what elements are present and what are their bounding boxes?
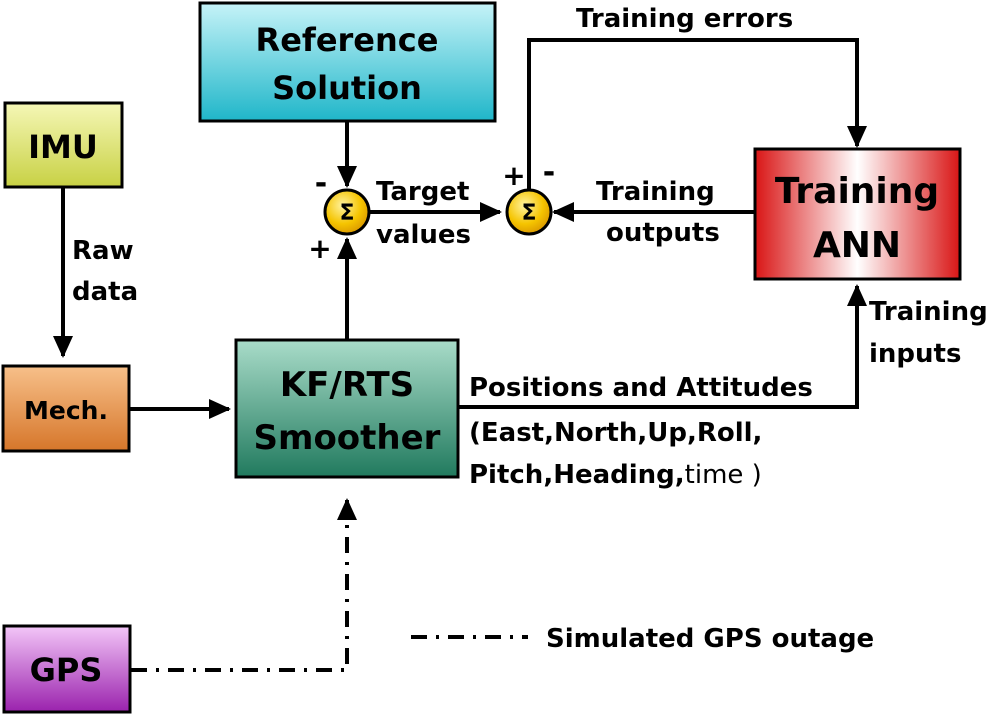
positions-attitudes-line-2-normal: time ) xyxy=(685,460,762,490)
raw-data-label-1: Raw xyxy=(72,236,134,266)
training-outputs-label-1: Training xyxy=(596,177,715,207)
gps-label: GPS xyxy=(30,651,103,689)
legend: Simulated GPS outage xyxy=(411,624,874,654)
positions-attitudes-line-2: Pitch,Heading,time ) xyxy=(469,460,762,490)
mech-block: Mech. xyxy=(1,364,131,453)
reference-solution-label-1: Reference xyxy=(256,21,439,59)
positions-attitudes-line-2-bold: Pitch,Heading, xyxy=(469,460,685,490)
reference-solution-block: Reference Solution xyxy=(198,1,497,123)
kf-rts-label-1: KF/RTS xyxy=(280,365,414,405)
kf-to-ann-arrow xyxy=(459,284,867,409)
imu-label: IMU xyxy=(28,128,98,166)
positions-attitudes-line-1: (East,North,Up,Roll, xyxy=(469,418,762,448)
sum2-minus-sign: - xyxy=(543,155,555,190)
imu-block: IMU xyxy=(3,101,124,189)
positions-attitudes-title: Positions and Attitudes xyxy=(469,373,813,403)
training-inputs-label-2: inputs xyxy=(869,339,961,369)
training-errors-label: Training errors xyxy=(576,4,793,34)
reference-solution-label-2: Solution xyxy=(272,69,422,107)
training-errors-loop-arrow xyxy=(527,38,867,190)
training-inputs-label-1: Training xyxy=(869,297,988,327)
target-values-label-1: Target xyxy=(376,177,469,207)
training-outputs-label-2: outputs xyxy=(606,218,720,248)
training-ann-block: Training ANN xyxy=(753,147,962,281)
raw-data-label-2: data xyxy=(72,277,138,307)
kf-rts-label-2: Smoother xyxy=(254,418,441,458)
kf-rts-smoother-block: KF/RTS Smoother xyxy=(234,338,460,479)
summing-junction-1: Σ xyxy=(323,188,371,236)
sum2-plus-sign: + xyxy=(502,159,525,192)
gps-block: GPS xyxy=(2,624,132,714)
summing-junction-2: Σ xyxy=(505,188,553,236)
training-ann-label-1: Training xyxy=(775,171,939,212)
target-values-label-2: values xyxy=(376,220,471,250)
legend-label: Simulated GPS outage xyxy=(546,624,874,654)
sigma-icon: Σ xyxy=(339,201,354,226)
sum1-minus-sign: - xyxy=(315,166,327,201)
training-ann-label-2: ANN xyxy=(813,225,901,266)
sigma-icon: Σ xyxy=(521,201,536,226)
gps-to-kf-arrow xyxy=(131,498,357,672)
mech-label: Mech. xyxy=(24,396,108,425)
sum1-plus-sign: + xyxy=(308,232,331,265)
